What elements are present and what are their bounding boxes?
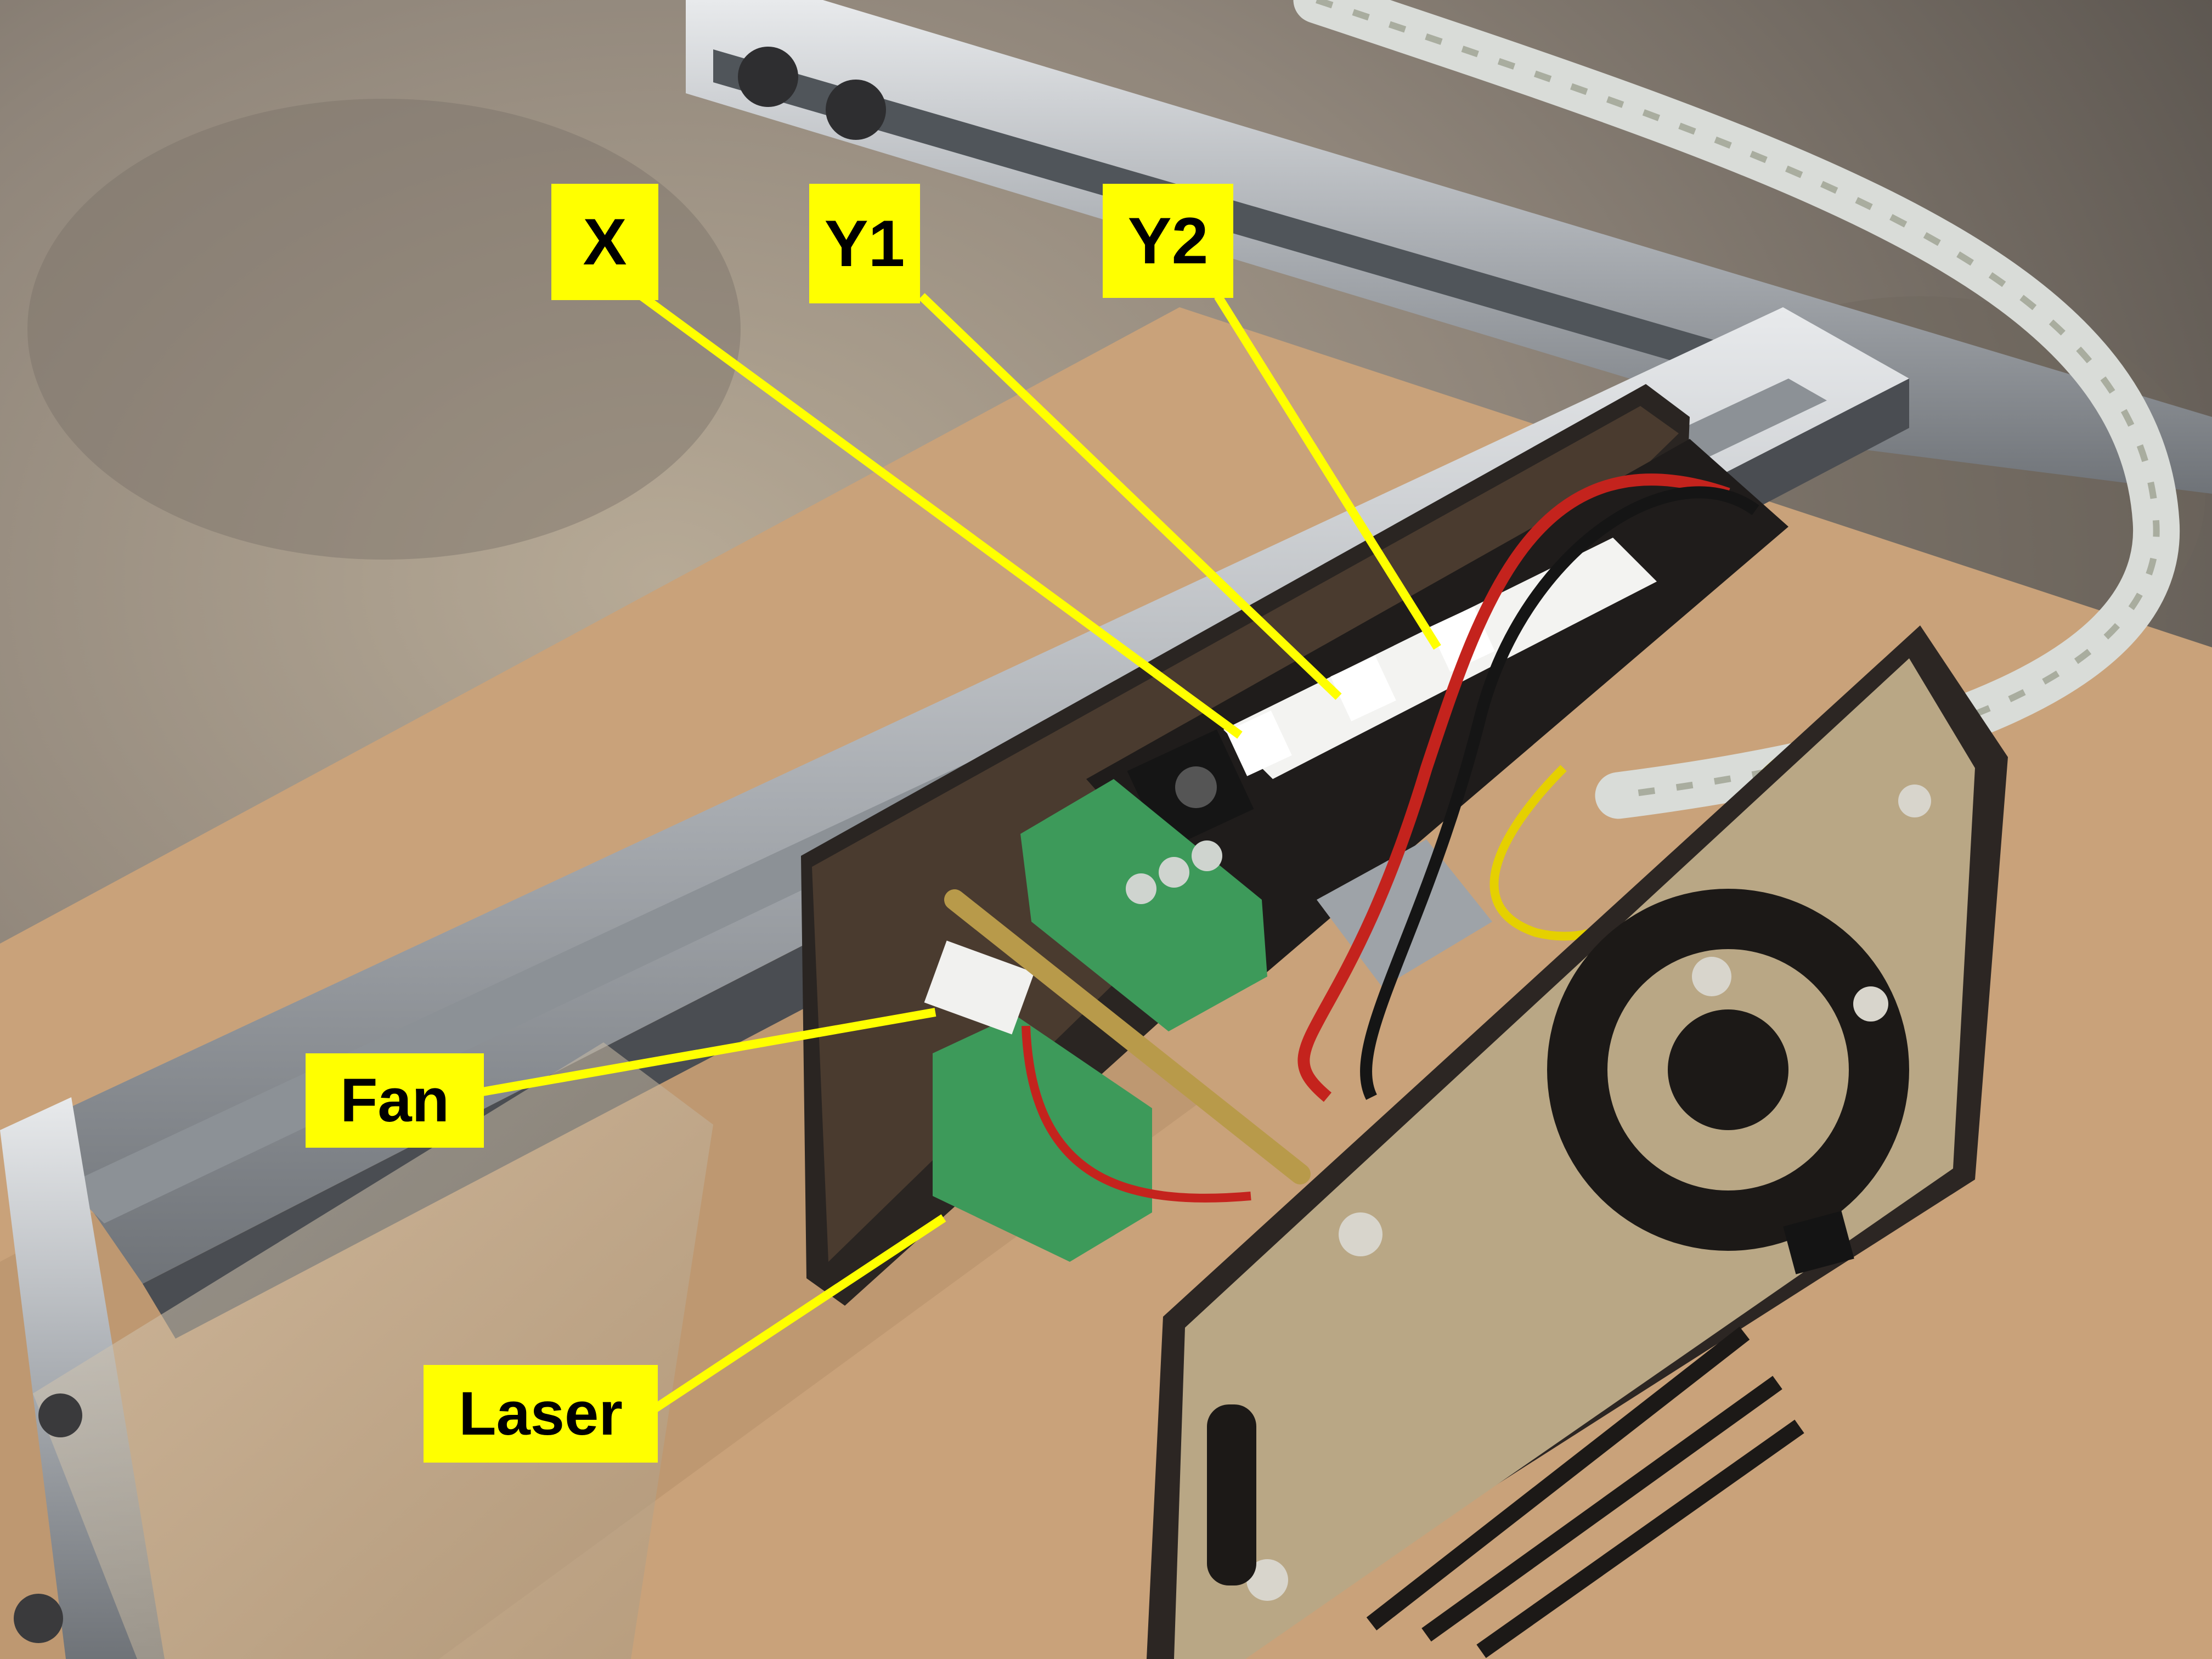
leader-line-x [639,292,1243,739]
laser-terminal-block [933,1015,1152,1262]
label-x: X [551,184,658,300]
v-wheel [826,80,886,140]
motor-connector-x [1226,710,1292,776]
power-terminal-block [1020,779,1267,1031]
bracket-screw [14,1594,63,1643]
cover-slot [1207,1404,1256,1585]
engraved-logo [1366,1327,1804,1658]
cover-screw [1853,986,1888,1022]
terminal-screw [1192,840,1222,871]
terminal-screw [1126,873,1156,904]
cover-screw [1246,1559,1288,1601]
fan-connector [924,940,1035,1035]
motor-connector-strip [1223,538,1657,779]
black-power-wire [1360,486,1759,1100]
fan-guard-hub [1668,1009,1788,1130]
label-y2: Y2 [1103,184,1233,298]
cover-screw [1339,1212,1383,1256]
floor-stain [27,99,741,560]
acrylic-corner-bracket [33,1042,713,1659]
cover-screw [1898,785,1931,817]
motor-connector-y1 [1330,656,1396,721]
label-laser: Laser [424,1365,658,1463]
red-power-wire [1297,473,1730,1102]
brass-standoff [944,889,1311,1184]
bracket-screw [38,1393,82,1437]
laser-red-wire [1022,1025,1251,1203]
leader-line-y1 [918,293,1342,700]
aluminium-rail-top-inner [713,49,1865,417]
dc-power-jack-hole [1175,766,1217,808]
leader-line-fan [482,1008,936,1096]
label-fan: Fan [306,1053,484,1148]
leader-line-y2 [1214,294,1441,650]
cardboard-slot [1783,1211,1854,1274]
terminal-screw [1159,857,1189,888]
leader-line-laser [650,1214,946,1414]
cover-screw [1692,957,1731,996]
v-wheel [738,47,798,107]
label-y1: Y1 [809,184,920,303]
